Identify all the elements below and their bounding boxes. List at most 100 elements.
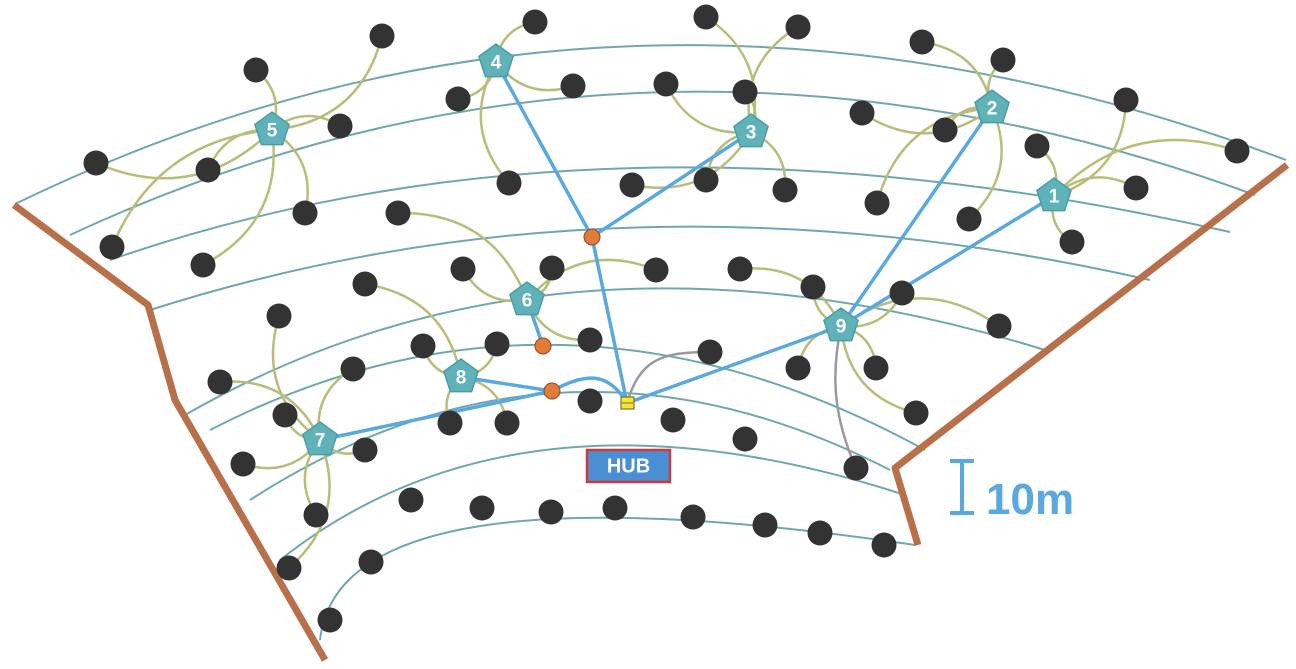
backbone-link bbox=[590, 130, 753, 239]
row-line bbox=[149, 225, 1151, 311]
gateway-marker bbox=[302, 421, 338, 456]
sensor-node bbox=[752, 512, 778, 538]
sensor-link bbox=[110, 128, 273, 248]
sensor-node bbox=[956, 206, 982, 232]
gateway-label: 8 bbox=[456, 368, 467, 389]
sensor-node bbox=[522, 9, 548, 35]
sensor-node bbox=[577, 388, 603, 414]
left-boundary bbox=[11, 202, 329, 662]
sensor-node bbox=[849, 100, 875, 126]
sensor-node bbox=[99, 234, 125, 260]
sensor-link bbox=[631, 131, 753, 189]
sensor-node bbox=[732, 426, 758, 452]
sensor-node bbox=[303, 502, 329, 528]
gateway-label: 9 bbox=[836, 317, 847, 338]
sensor-node bbox=[785, 14, 811, 40]
gateway-marker bbox=[254, 111, 290, 146]
sensor-node bbox=[871, 532, 897, 558]
sensor-node bbox=[577, 327, 603, 353]
sensor-link bbox=[1053, 99, 1128, 198]
sensor-node bbox=[772, 177, 798, 203]
sensor-node bbox=[358, 549, 384, 575]
sensor-node bbox=[909, 29, 935, 55]
sensor-link bbox=[202, 129, 275, 267]
sensor-node bbox=[1113, 87, 1139, 113]
sensor-node bbox=[539, 255, 565, 281]
relay-node bbox=[583, 228, 601, 246]
sensor-node bbox=[903, 400, 929, 426]
sensor-link bbox=[219, 380, 322, 441]
sensor-link bbox=[364, 282, 463, 378]
sensor-link bbox=[968, 107, 1003, 220]
gateway-9: 9 bbox=[823, 307, 859, 342]
sensor-node bbox=[369, 23, 395, 49]
scale-bar-label: 10m bbox=[986, 475, 1074, 524]
relay-nodes bbox=[534, 228, 635, 410]
gateway-label: 2 bbox=[987, 99, 998, 120]
sensor-node bbox=[660, 407, 686, 433]
row-line bbox=[279, 444, 906, 561]
sensor-node bbox=[619, 172, 645, 198]
gateway-marker bbox=[823, 307, 859, 342]
sensor-link bbox=[397, 211, 529, 301]
sensor-node bbox=[986, 313, 1012, 339]
sensor-node bbox=[727, 256, 753, 282]
row-lines bbox=[14, 44, 1287, 641]
row-line bbox=[249, 390, 891, 501]
sensor-node bbox=[800, 274, 826, 300]
sensor-node bbox=[496, 170, 522, 196]
gateway-label: 6 bbox=[522, 291, 533, 312]
sensor-node bbox=[450, 256, 476, 282]
sensor-node bbox=[1024, 133, 1050, 159]
sensor-node bbox=[1224, 138, 1250, 164]
sensor-node bbox=[266, 303, 292, 329]
gateway-5: 5 bbox=[254, 111, 290, 146]
gateway-label: 1 bbox=[1049, 187, 1060, 208]
sensor-node bbox=[538, 499, 564, 525]
sensor-node bbox=[385, 200, 411, 226]
sensor-node bbox=[732, 79, 758, 105]
sensor-node bbox=[653, 71, 679, 97]
sensor-node bbox=[352, 271, 378, 297]
gateway-2: 2 bbox=[974, 89, 1010, 124]
sensor-node bbox=[469, 495, 495, 521]
sensor-node bbox=[889, 280, 915, 306]
sensor-node bbox=[340, 356, 366, 382]
row-line bbox=[69, 90, 1256, 236]
sensor-node bbox=[697, 339, 723, 365]
hub[interactable]: HUB bbox=[585, 448, 672, 484]
sensor-node bbox=[230, 451, 256, 477]
sensor-node bbox=[990, 47, 1016, 73]
sensor-node bbox=[190, 252, 216, 278]
sensor-node bbox=[1059, 229, 1085, 255]
backbone-link bbox=[318, 389, 554, 442]
hub-box[interactable] bbox=[585, 448, 672, 484]
gateway-6: 6 bbox=[509, 281, 545, 316]
gateway-8: 8 bbox=[443, 358, 479, 393]
row-line bbox=[184, 287, 1046, 416]
row-line bbox=[209, 343, 926, 451]
backbone-link bbox=[590, 235, 629, 405]
hub-label: HUB bbox=[607, 456, 650, 478]
sensor-node bbox=[445, 86, 471, 112]
field-boundary bbox=[11, 162, 1290, 662]
sensor-node bbox=[602, 495, 628, 521]
sensor-node bbox=[1123, 175, 1149, 201]
sensor-node bbox=[327, 113, 353, 139]
right-boundary bbox=[891, 162, 1290, 547]
sensor-node bbox=[398, 487, 424, 513]
gateway-marker bbox=[733, 113, 769, 148]
sensor-node bbox=[785, 355, 811, 381]
backbone-link bbox=[839, 106, 994, 328]
sensor-node bbox=[560, 73, 586, 99]
sensor-link bbox=[95, 129, 273, 180]
sensor-node bbox=[863, 355, 889, 381]
sensor-node bbox=[83, 150, 109, 176]
gateway-label: 5 bbox=[267, 121, 278, 142]
relay-node bbox=[543, 382, 561, 400]
row-line bbox=[14, 44, 1287, 205]
sensor-node bbox=[317, 607, 343, 633]
sensor-link bbox=[875, 106, 993, 204]
backbone-link bbox=[839, 194, 1056, 328]
sensor-node bbox=[243, 57, 269, 83]
